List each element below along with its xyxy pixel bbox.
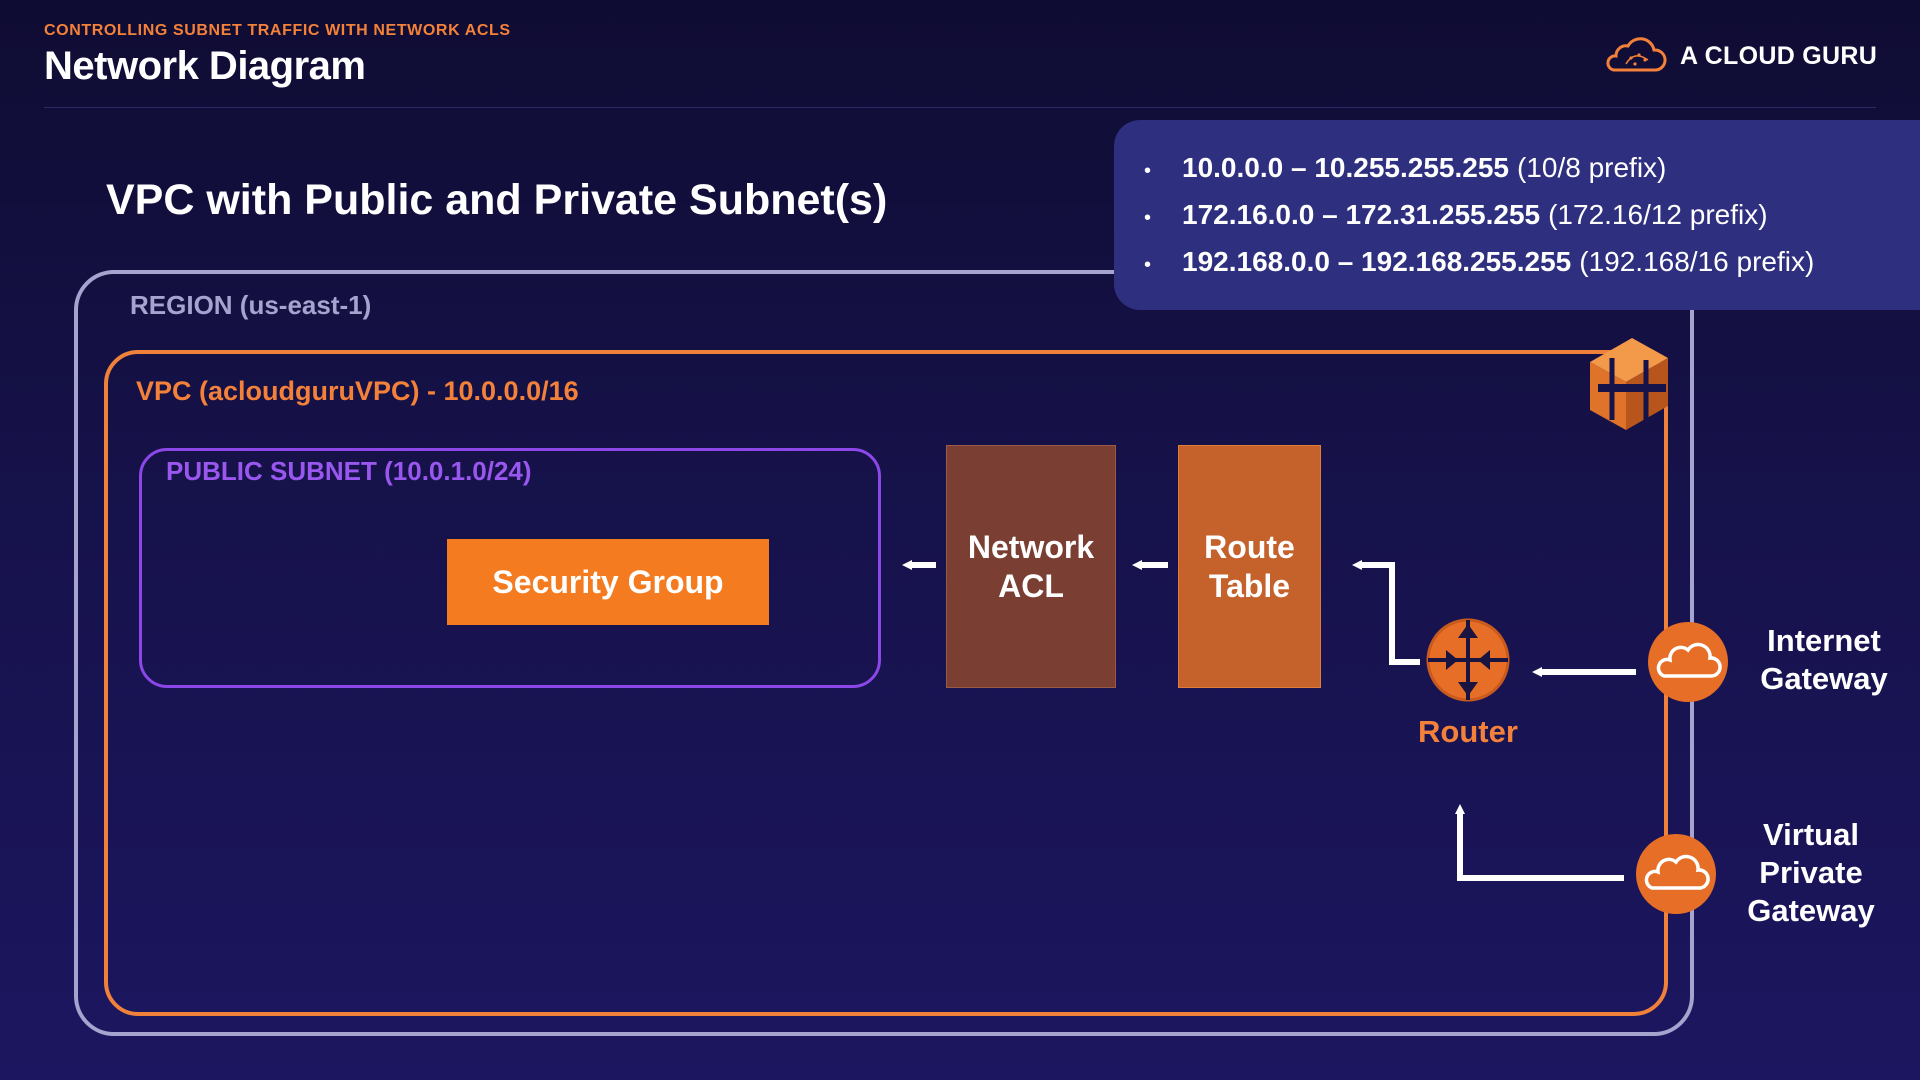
internet-gateway-cloud-icon — [1648, 622, 1728, 702]
bullet-icon: • — [1144, 207, 1152, 229]
security-group-label: Security Group — [492, 563, 724, 600]
list-item: • 10.0.0.0 – 10.255.255.255 (10/8 prefix… — [1144, 146, 1920, 193]
arrow-icon — [902, 560, 1636, 881]
list-item: • 192.168.0.0 – 192.168.255.255 (192.168… — [1144, 240, 1920, 287]
network-acl-box: Network ACL — [946, 445, 1116, 688]
internet-gateway-label: Internet Gateway — [1760, 623, 1888, 696]
diagram-title: VPC with Public and Private Subnet(s) — [106, 176, 888, 224]
brand-name: A CLOUD GURU — [1680, 41, 1878, 70]
ip-prefix: (172.16/12 prefix) — [1548, 199, 1768, 230]
route-table-label: Route Table — [1204, 528, 1295, 604]
router-label: Router — [1418, 714, 1518, 749]
cloud-logo-icon — [1606, 37, 1667, 72]
list-item: • 172.16.0.0 – 172.31.255.255 (172.16/12… — [1144, 193, 1920, 240]
network-acl-label: Network ACL — [967, 528, 1095, 604]
public-subnet-label: PUBLIC SUBNET (10.0.1.0/24) — [166, 456, 532, 486]
public-subnet-boundary — [139, 448, 881, 688]
ip-range: 172.16.0.0 – 172.31.255.255 — [1182, 199, 1541, 230]
ip-prefix: (192.168/16 prefix) — [1579, 246, 1815, 277]
vpn-gateway-cloud-icon — [1636, 834, 1716, 914]
security-group-box: Security Group — [447, 539, 769, 625]
slide-title: Network Diagram — [44, 44, 366, 88]
header-divider — [44, 107, 1876, 108]
section-kicker: CONTROLLING SUBNET TRAFFIC WITH NETWORK … — [44, 22, 511, 39]
bullet-icon: • — [1144, 254, 1152, 276]
brand-logo: A CLOUD GURU — [1604, 36, 1877, 76]
bullet-icon: • — [1144, 160, 1152, 182]
route-table-box: Route Table — [1178, 445, 1321, 688]
ip-range: 10.0.0.0 – 10.255.255.255 — [1182, 152, 1509, 183]
private-ip-ranges-callout: • 10.0.0.0 – 10.255.255.255 (10/8 prefix… — [1114, 120, 1920, 310]
virtual-private-gateway-label: Virtual Private Gateway — [1747, 817, 1875, 928]
ip-range-list: • 10.0.0.0 – 10.255.255.255 (10/8 prefix… — [1144, 146, 1920, 287]
vpc-label: VPC (acloudguruVPC) - 10.0.0.0/16 — [136, 376, 579, 406]
vpc-cube-icon — [1590, 338, 1668, 430]
region-label: REGION (us-east-1) — [130, 290, 372, 320]
ip-range: 192.168.0.0 – 192.168.255.255 — [1182, 246, 1572, 277]
ip-prefix: (10/8 prefix) — [1516, 152, 1667, 183]
router-icon — [1426, 618, 1510, 702]
